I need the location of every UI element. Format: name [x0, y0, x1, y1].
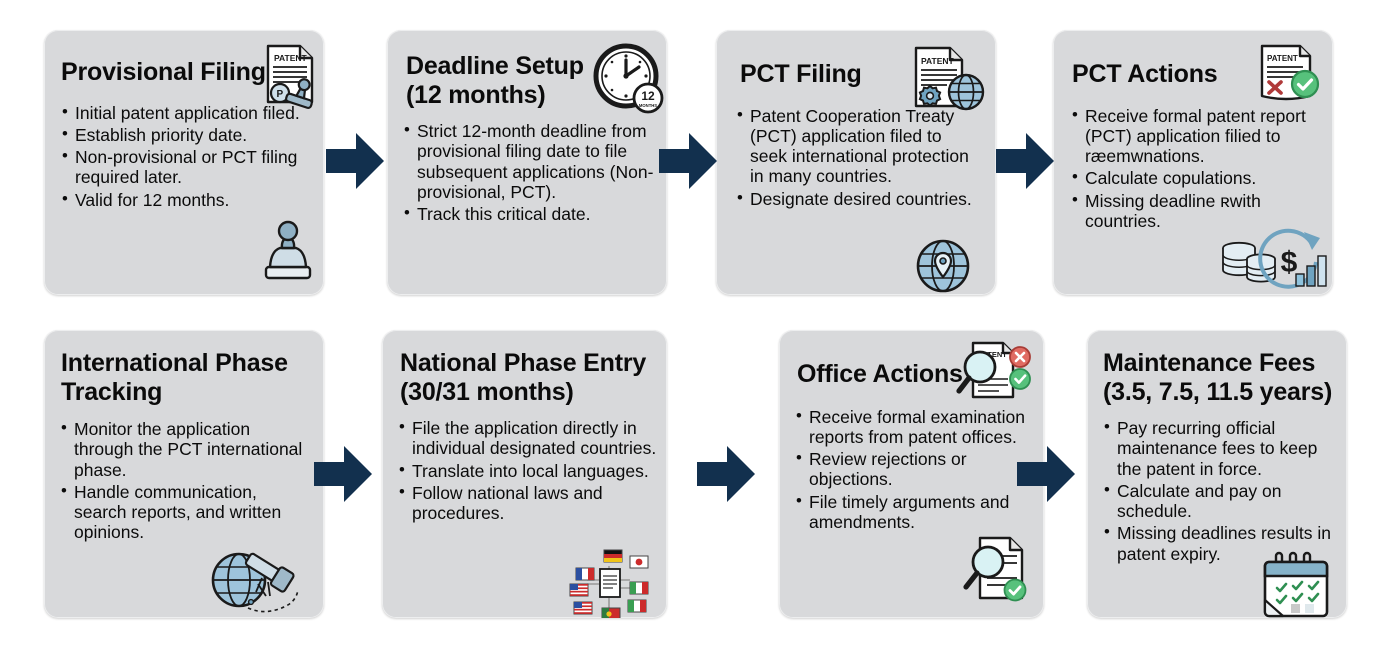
list-item: Valid for 12 months.	[61, 189, 308, 210]
step-bullet-list: File the application directly in individ…	[398, 417, 661, 524]
step-bullet-list: Receive formal examination reports from …	[795, 406, 1036, 533]
list-item: Receive formal examination reports from …	[795, 406, 1036, 448]
document-magnifier-check-icon	[954, 530, 1042, 612]
step-card-maintenance-fees[interactable]: Maintenance Fees (3.5, 7.5, 11.5 years) …	[1087, 330, 1347, 618]
svg-text:PATENT: PATENT	[921, 56, 955, 66]
arrow-2-3	[659, 130, 719, 192]
list-item: Missing deadlines results in patent expi…	[1103, 522, 1341, 564]
arrow-5-6	[314, 443, 374, 505]
step-bullet-list: Initial patent application filed. Establ…	[61, 101, 308, 210]
list-item: Initial patent application filed.	[61, 101, 308, 123]
list-item: Handle communication, search reports, an…	[60, 481, 312, 543]
list-item: Non-provisional or PCT filing required l…	[61, 146, 308, 188]
step-bullet-list: Pay recurring official maintenance fees …	[1103, 417, 1341, 564]
step-bullet-list: Receive formal patent report (PCT) appli…	[1071, 105, 1321, 232]
document-flags-icon	[564, 546, 660, 618]
patent-check-cross-icon: PATENT	[1250, 38, 1328, 112]
list-item: Track this critical date.	[403, 203, 657, 224]
step-title: PCT Actions	[1072, 60, 1218, 88]
step-bullet-list: Patent Cooperation Treaty (PCT) applicat…	[736, 104, 982, 209]
list-item: Pay recurring official maintenance fees …	[1103, 417, 1341, 479]
globe-telescope-icon	[204, 538, 312, 618]
step-title: Deadline Setup (12 months)	[406, 52, 584, 109]
globe-pin-icon	[912, 235, 974, 295]
step-title: Provisional Filing	[61, 58, 266, 86]
step-title: Office Actions	[797, 360, 963, 388]
svg-text:PATENT: PATENT	[274, 53, 308, 63]
clock-12-months-icon: 12 MONTHS	[590, 40, 667, 120]
step-bullet-list: Monitor the application through the PCT …	[60, 418, 312, 543]
list-item: Establish priority date.	[61, 124, 308, 145]
list-item: Translate into local languages.	[398, 460, 661, 481]
list-item: Review rejections or objections.	[795, 448, 1036, 490]
step-card-national-phase-entry[interactable]: National Phase Entry (30/31 months) File…	[382, 330, 667, 618]
step-card-provisional-filing[interactable]: Provisional Filing Initial patent applic…	[44, 30, 324, 295]
list-item: Missing deadline ʀwith countries.	[1071, 190, 1321, 232]
list-item: File timely arguments and amendments.	[795, 491, 1036, 533]
step-card-pct-actions[interactable]: PCT Actions Receive formal patent report…	[1053, 30, 1333, 295]
svg-text:P: P	[277, 89, 284, 100]
patent-document-stamp-icon: PATENT P	[254, 34, 324, 116]
list-item: Patent Cooperation Treaty (PCT) applicat…	[736, 104, 982, 187]
clock-badge-label: MONTHS	[639, 103, 657, 108]
patent-magnifier-check-cross-icon: PATENT	[947, 335, 1039, 413]
svg-text:PATENT: PATENT	[1267, 54, 1298, 63]
list-item: Receive formal patent report (PCT) appli…	[1071, 105, 1321, 167]
patent-globe-document-icon: PATENT	[902, 38, 988, 118]
list-item: Monitor the application through the PCT …	[60, 418, 312, 480]
svg-text:PATENT: PATENT	[978, 350, 1007, 359]
rubber-stamp-icon	[258, 215, 324, 291]
step-card-pct-filing[interactable]: PCT Filing Patent Cooperation Treaty (PC…	[716, 30, 996, 295]
list-item: Calculate and pay on schedule.	[1103, 480, 1341, 522]
step-title: Maintenance Fees (3.5, 7.5, 11.5 years)	[1103, 349, 1333, 406]
step-title: International Phase Tracking	[61, 349, 288, 406]
step-bullet-list: Strict 12-month deadline from provisiona…	[403, 120, 657, 224]
step-title: National Phase Entry (30/31 months)	[400, 349, 647, 406]
list-item: Designate desired countries.	[736, 188, 982, 209]
list-item: Calculate copulations.	[1071, 167, 1321, 188]
arrow-6-7	[697, 443, 757, 505]
arrow-3-4	[996, 130, 1056, 192]
step-card-deadline-setup[interactable]: Deadline Setup (12 months) Strict 12-mon…	[387, 30, 667, 295]
list-item: File the application directly in individ…	[398, 417, 661, 459]
calendar-check-icon	[1255, 551, 1339, 618]
step-title: PCT Filing	[740, 60, 862, 88]
arrow-1-2	[326, 130, 386, 192]
arrow-7-8	[1017, 443, 1077, 505]
money-growth-icon: $	[1218, 222, 1330, 292]
step-card-international-phase-tracking[interactable]: International Phase Tracking Monitor the…	[44, 330, 324, 618]
svg-text:$: $	[1281, 246, 1298, 279]
list-item: Strict 12-month deadline from provisiona…	[403, 120, 657, 202]
list-item: Follow national laws and procedures.	[398, 482, 661, 524]
step-card-office-actions[interactable]: Office Actions Receive formal examinatio…	[779, 330, 1044, 618]
clock-badge-number: 12	[641, 89, 655, 103]
